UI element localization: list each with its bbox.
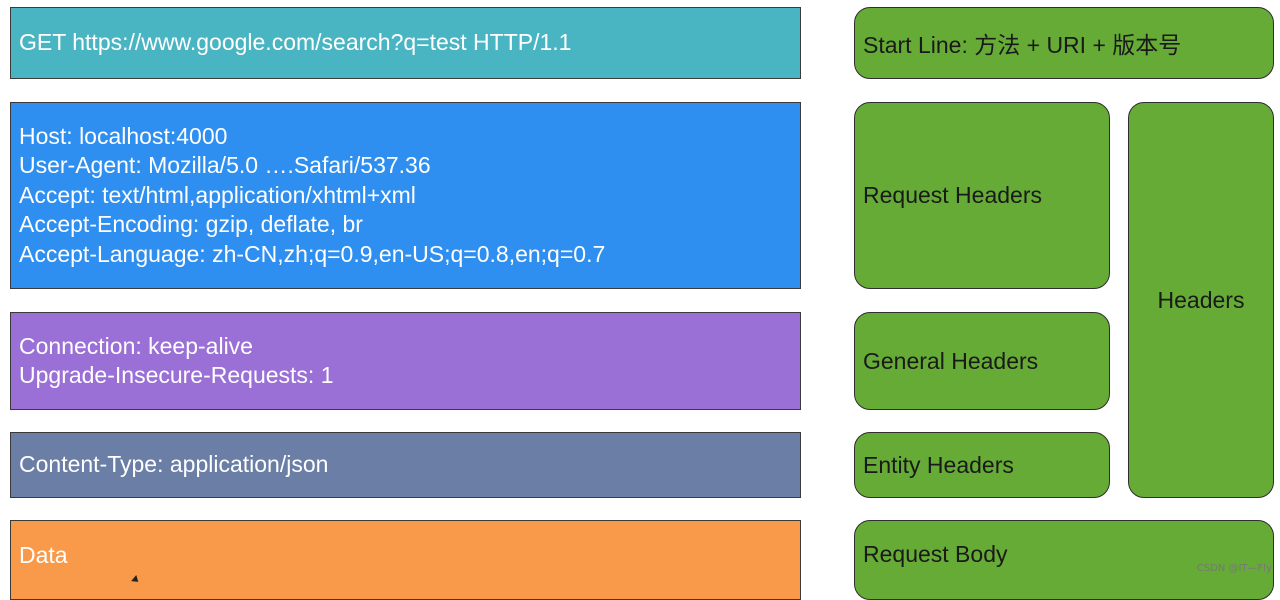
- header-connection: Connection: keep-alive: [19, 332, 253, 359]
- header-upgrade-insecure-requests: Upgrade-Insecure-Requests: 1: [19, 362, 334, 388]
- request-body-label: Request Body: [854, 520, 1274, 600]
- watermark: CSDN @IT—Fly: [1196, 563, 1272, 574]
- header-user-agent: User-Agent: Mozilla/5.0 ….Safari/537.36: [19, 152, 431, 179]
- general-headers-label: General Headers: [854, 312, 1110, 410]
- header-host: Host: localhost:4000: [19, 122, 228, 149]
- body-data-text: Data: [19, 542, 68, 568]
- header-accept-encoding: Accept-Encoding: gzip, deflate, br: [19, 211, 363, 238]
- start-line-block: GET https://www.google.com/search?q=test…: [10, 7, 801, 79]
- header-accept-language: Accept-Language: zh-CN,zh;q=0.9,en-US;q=…: [19, 240, 606, 267]
- start-line-label: Start Line: 方法 + URI + 版本号: [854, 7, 1274, 79]
- header-content-type: Content-Type: application/json: [19, 451, 329, 478]
- entity-headers-label: Entity Headers: [854, 432, 1110, 498]
- start-line-text: GET https://www.google.com/search?q=test…: [19, 29, 572, 56]
- request-body-block: Data: [10, 520, 801, 600]
- headers-group-label: Headers: [1128, 102, 1274, 498]
- entity-headers-block: Content-Type: application/json: [10, 432, 801, 498]
- request-headers-block: Host: localhost:4000 User-Agent: Mozilla…: [10, 102, 801, 289]
- general-headers-block: Connection: keep-alive Upgrade-Insecure-…: [10, 312, 801, 410]
- header-accept: Accept: text/html,application/xhtml+xml: [19, 181, 416, 208]
- request-headers-label: Request Headers: [854, 102, 1110, 289]
